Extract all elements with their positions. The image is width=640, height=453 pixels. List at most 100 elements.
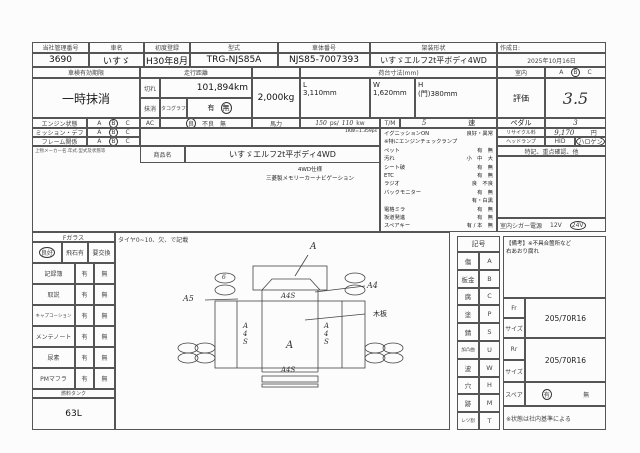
bed-size-label: 荷台寸法(mm): [300, 67, 497, 78]
equipment-options: 有・白黒: [471, 198, 493, 205]
product-label: 商品名: [140, 146, 185, 163]
legend-meaning: 波: [457, 358, 479, 377]
bed-w-value: 1,620mm: [373, 89, 407, 97]
bed-h-value: (門)380mm: [418, 90, 458, 98]
headlamp-label: ヘッドランプ: [497, 137, 545, 146]
glass-replace: 要交換: [88, 242, 115, 263]
annot-top: A: [310, 242, 317, 252]
tacho-label: タコグラフ: [160, 98, 187, 118]
equipment-row: 有・白黒: [384, 197, 493, 205]
remarks-box: 【備考】※不具合箇所など右あおり腐れ: [503, 236, 606, 298]
annot-rear: A4S: [281, 366, 296, 374]
upper-line-1: 4WD仕様: [297, 167, 323, 173]
tacho-no: 無: [220, 102, 232, 114]
headlamp-hid: HID: [545, 137, 575, 146]
legend-code: P: [479, 305, 500, 324]
rr-tire-size: 205/70R16: [525, 338, 606, 382]
power-ps: 150: [315, 119, 327, 127]
equipment-label: バックモニター: [384, 189, 422, 196]
kw-unit: kw: [356, 119, 365, 127]
ac-opt-none: 無: [220, 120, 227, 128]
doc-label: 尿素: [32, 347, 75, 368]
model-label: 型式: [190, 42, 278, 53]
annot-right-panel: A4S: [324, 322, 330, 346]
equipment-label: ※特にエンジンチェックランプ: [384, 139, 458, 146]
equipment-label: 坂道発進: [384, 215, 406, 222]
glass-chip: 飛石有: [62, 242, 88, 263]
load-header: [252, 67, 300, 78]
bed-l-label: L: [303, 81, 307, 89]
model: TRG-NJS85A: [190, 53, 278, 67]
bed-height: H(門)380mm: [415, 78, 497, 118]
tacho-options: 有無: [187, 98, 252, 118]
legend-code: B: [479, 269, 500, 288]
ac-opt-bad: 不良: [201, 120, 214, 128]
fuel-value: 63L: [32, 398, 115, 430]
annot-tire: 6: [222, 274, 226, 281]
equipment-row: バックモニター有 無: [384, 189, 493, 197]
legend-title: 記号: [457, 236, 500, 252]
cigar-label: 室内シガー電源: [500, 222, 543, 230]
pedal-value: 3: [545, 118, 606, 128]
tm-speeds: 5: [421, 119, 427, 127]
inspection-label: 車検有効期限: [32, 67, 140, 78]
glass-label: Fガラス: [32, 232, 115, 242]
recycle-label: リサイクル料: [497, 128, 545, 137]
first-reg-label: 初度登録: [144, 42, 190, 53]
legend-meaning: 傷: [457, 252, 479, 270]
doc-no: 無: [94, 368, 115, 389]
equipment-label: ペット: [384, 147, 400, 154]
equipment-options: 有 無: [477, 147, 493, 154]
fr-size-label: サイズ: [503, 318, 525, 338]
engine-opt-a: A: [97, 119, 102, 127]
tm-label: T/M: [380, 118, 400, 128]
tacho-yes: 有: [207, 104, 215, 112]
fr-tire-size: 205/70R16: [525, 298, 606, 338]
equipment-label: ラジオ: [384, 181, 400, 188]
mission-label: ミッション・デフ: [32, 128, 87, 137]
mileage-label: 走行距離: [140, 67, 252, 78]
tires: [177, 272, 404, 364]
legend-meaning: 板金: [457, 269, 479, 288]
score: 3.5: [545, 78, 606, 118]
mileage: 101,894km: [160, 78, 252, 98]
equipment-label: スペアキー: [384, 223, 411, 230]
created-label: 作成日:: [497, 42, 606, 53]
equipment-row: 汚れ小 中 大: [384, 155, 493, 163]
equipment-options: 良好・異常: [466, 131, 494, 137]
ac-options: 良不良無: [160, 118, 252, 128]
legend-code: M: [479, 394, 500, 413]
bed-h-label: H: [418, 81, 424, 89]
doc-no: 無: [94, 326, 115, 347]
expired-label: 切れ: [140, 78, 160, 98]
inspection-value: 一時抹消: [32, 78, 140, 118]
equipment-options: 有 / 本 無: [466, 223, 493, 230]
damage-diagram: タイヤ0~10、欠、で記載: [115, 232, 450, 430]
notes-title: 特記、重点確認、他: [497, 146, 606, 156]
rear-bumper: [261, 375, 319, 383]
rr-label: Rr: [503, 338, 525, 360]
power-note: 1KW=1.359ps: [140, 128, 380, 146]
legend-meaning: 腐: [457, 287, 479, 306]
upper-line-2: 三菱製メモリーカーナビゲーション: [266, 176, 354, 182]
score-label: 評価: [497, 78, 545, 118]
doc-label: 記録簿: [32, 263, 75, 284]
equipment-row: シート破有 無: [384, 164, 493, 172]
tm-unit: 速: [468, 119, 476, 127]
spare-yes: 有: [541, 388, 552, 400]
doc-yes: 有: [75, 347, 94, 368]
engine-label: エンジン状態: [32, 118, 87, 128]
equipment-row: ペット 有 無: [384, 147, 493, 155]
diagram-caption: タイヤ0~10、欠、で記載: [118, 237, 189, 244]
spare-no: 無: [583, 391, 590, 399]
glass-good: 良好: [32, 242, 62, 263]
annot-right: A4: [367, 281, 378, 290]
equipment-row: ラジオ良 不良: [384, 180, 493, 188]
annot-center: A: [286, 340, 294, 351]
doc-no: 無: [94, 284, 115, 305]
